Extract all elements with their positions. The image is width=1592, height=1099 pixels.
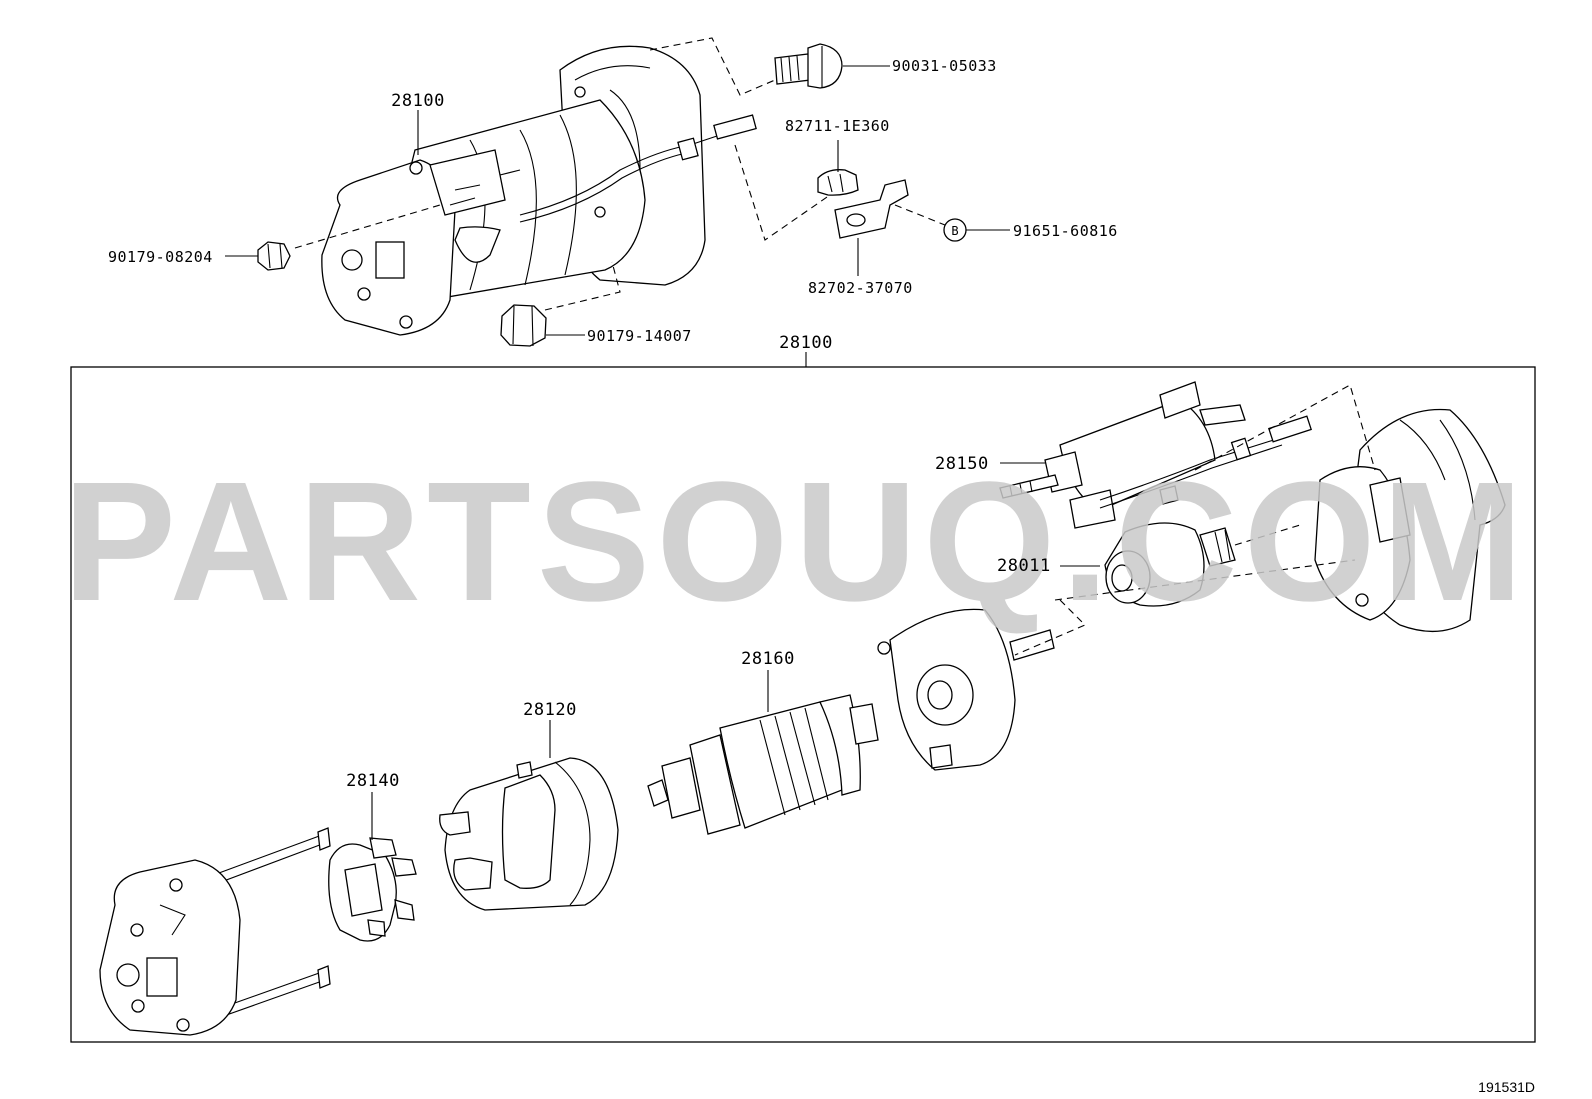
magnet-switch-part <box>999 381 1313 529</box>
label-magnet-switch: 28150 <box>935 454 989 474</box>
label-brush-holder: 28140 <box>346 771 400 791</box>
drive-housing-part <box>877 608 1055 771</box>
label-yoke: 28120 <box>523 700 577 720</box>
watermark: PARTSOUQ.COM <box>63 447 1530 637</box>
label-nut-b: 91651-60816 <box>1013 222 1118 240</box>
front-housing-part <box>1314 408 1506 633</box>
assembly-frame <box>70 366 1536 1043</box>
label-assembly-box: 28100 <box>779 333 833 353</box>
label-nut-bottom: 90179-14007 <box>587 327 692 345</box>
clamp-part <box>817 169 859 196</box>
bolt-part <box>774 43 843 89</box>
label-bracket: 82702-37070 <box>808 279 913 297</box>
label-nut-left: 90179-08204 <box>108 248 213 266</box>
label-armature: 28160 <box>741 649 795 669</box>
circle-marker-b: B <box>951 224 958 238</box>
label-clamp: 82711-1E360 <box>785 117 890 135</box>
bracket-part <box>834 179 909 239</box>
field-yoke-part <box>439 757 619 911</box>
nut-b-part: B <box>943 218 967 242</box>
label-assembly-top: 28100 <box>391 91 445 111</box>
label-clutch: 28011 <box>997 556 1051 576</box>
nut-bottom-part <box>500 304 547 347</box>
brush-holder-part <box>328 837 417 942</box>
reference-code: 191531D <box>1478 1079 1535 1095</box>
rear-end-cover-part <box>99 827 331 1036</box>
label-bolt: 90031-05033 <box>892 57 997 75</box>
armature-part <box>647 694 879 835</box>
nut-left-part <box>257 241 291 271</box>
starter-clutch-part <box>1104 522 1236 607</box>
starter-assembly-illustration <box>321 45 757 336</box>
